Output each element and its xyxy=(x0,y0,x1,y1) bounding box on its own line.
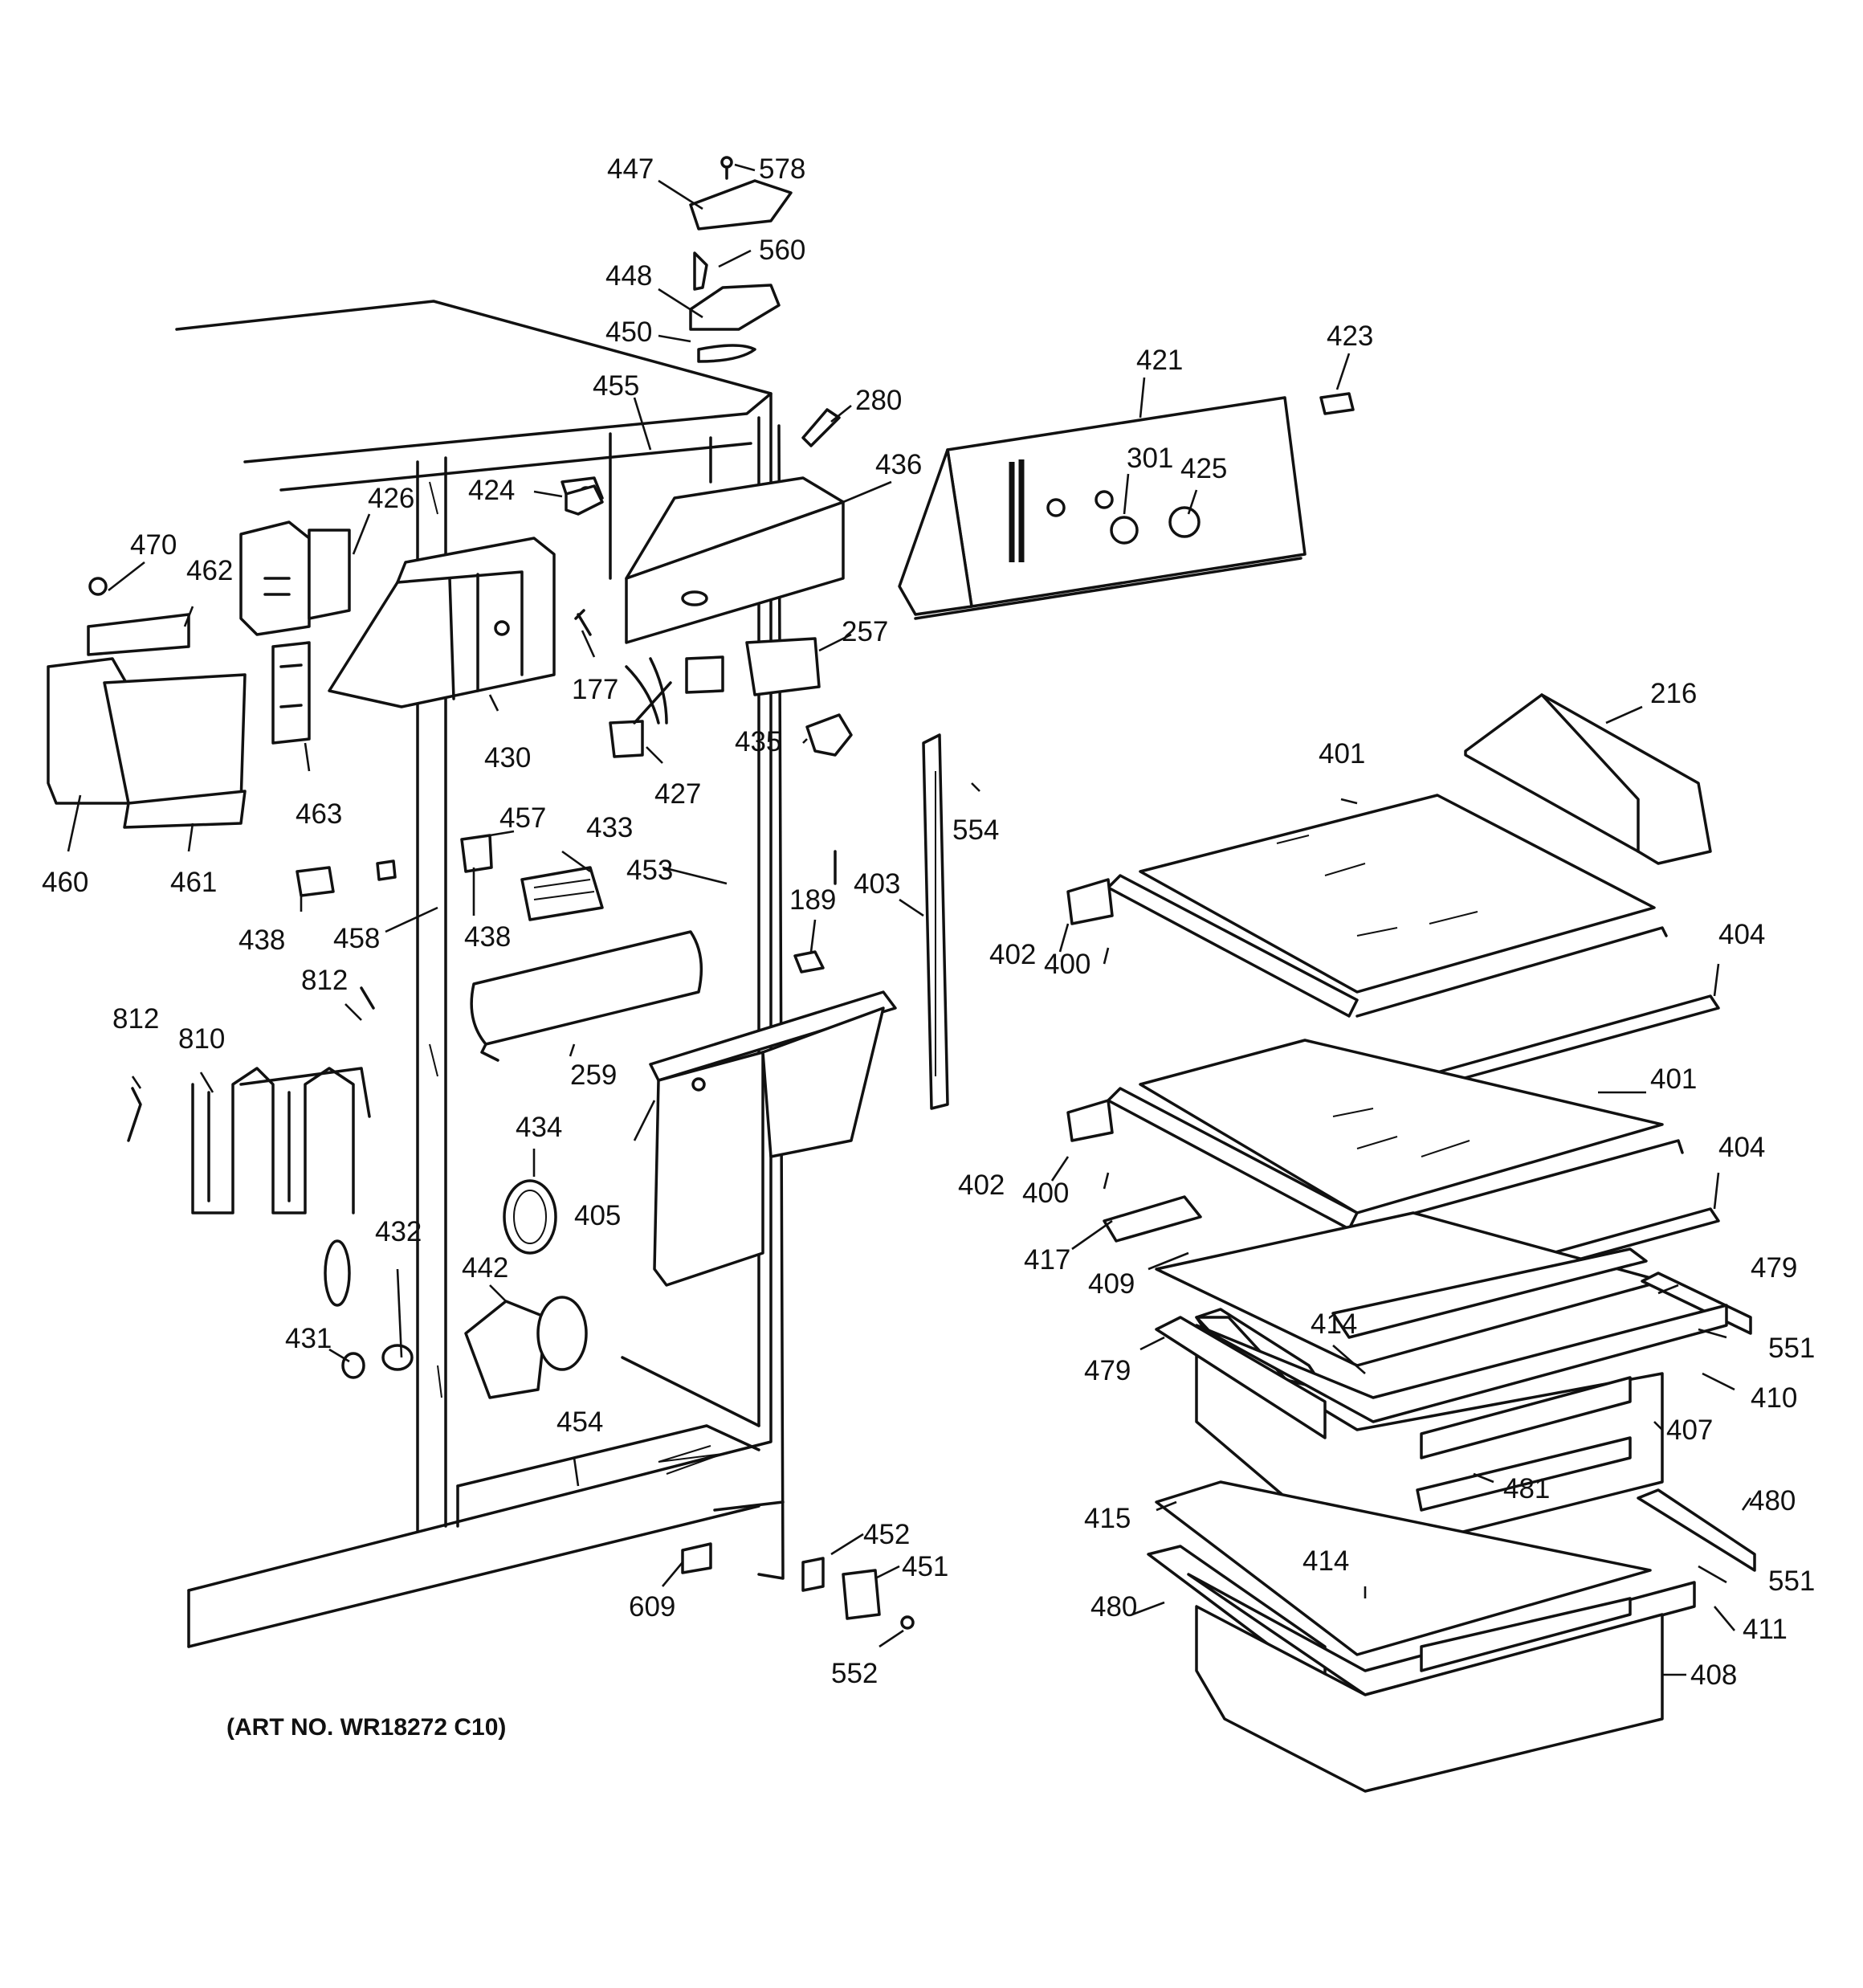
callout-480-right: 480 xyxy=(1749,1485,1796,1517)
art-number-caption: (ART NO. WR18272 C10) xyxy=(226,1714,506,1741)
callout-402-upper: 402 xyxy=(989,939,1036,970)
callout-451: 451 xyxy=(902,1551,948,1582)
callout-480-left: 480 xyxy=(1090,1591,1137,1623)
callout-460: 460 xyxy=(42,867,88,898)
callout-405: 405 xyxy=(574,1200,621,1231)
control-housing-421 xyxy=(898,392,1355,620)
callout-labels: 447 578 560 448 450 455 280 421 423 436 … xyxy=(42,153,1815,1691)
callout-280: 280 xyxy=(855,385,902,416)
callout-257: 257 xyxy=(842,616,888,647)
fan-area-parts xyxy=(296,834,825,974)
center-small-parts xyxy=(565,484,853,885)
evaporator-810 xyxy=(127,986,375,1214)
ice-chute-405 xyxy=(649,990,897,1287)
callout-401-lower: 401 xyxy=(1650,1063,1697,1095)
callout-404-upper: 404 xyxy=(1718,919,1765,950)
callout-463: 463 xyxy=(296,798,342,830)
callout-216: 216 xyxy=(1650,678,1697,709)
callout-431: 431 xyxy=(285,1323,332,1354)
crisper-drawer-407 xyxy=(1155,1211,1752,1560)
callout-560: 560 xyxy=(759,235,805,266)
callout-433: 433 xyxy=(586,812,633,843)
callout-442: 442 xyxy=(462,1252,508,1284)
callout-427: 427 xyxy=(654,778,701,810)
callout-259: 259 xyxy=(570,1059,617,1091)
callout-423: 423 xyxy=(1327,320,1373,352)
callout-414-upper: 414 xyxy=(1311,1308,1357,1340)
callout-457: 457 xyxy=(499,802,546,834)
callout-301: 301 xyxy=(1127,443,1173,474)
callout-453: 453 xyxy=(626,855,673,886)
callout-810: 810 xyxy=(178,1023,225,1055)
callout-400-lower: 400 xyxy=(1022,1178,1069,1209)
bottom-hardware xyxy=(681,1542,915,1630)
callout-407: 407 xyxy=(1666,1414,1713,1446)
shelf-ladder-403 xyxy=(922,733,949,1110)
callout-551-upper: 551 xyxy=(1768,1333,1815,1364)
callout-415: 415 xyxy=(1084,1503,1131,1534)
top-hinge-assembly xyxy=(689,156,841,447)
callout-400-upper: 400 xyxy=(1044,949,1090,980)
callout-479-right: 479 xyxy=(1751,1252,1797,1284)
drain-parts xyxy=(324,1179,588,1399)
callout-430: 430 xyxy=(484,742,531,774)
callout-403: 403 xyxy=(854,868,900,900)
callout-177: 177 xyxy=(572,674,618,705)
bin-216 xyxy=(1464,693,1712,865)
callout-470: 470 xyxy=(130,529,177,561)
callout-479-left: 479 xyxy=(1084,1355,1131,1386)
callout-448: 448 xyxy=(605,260,652,292)
callout-438-right: 438 xyxy=(464,921,511,953)
callout-552: 552 xyxy=(831,1658,878,1689)
callout-417: 417 xyxy=(1024,1244,1070,1276)
callout-551-lower: 551 xyxy=(1768,1565,1815,1597)
callout-454: 454 xyxy=(556,1406,603,1438)
evap-cover-259 xyxy=(470,930,703,1062)
callout-426: 426 xyxy=(368,483,414,514)
callout-410: 410 xyxy=(1751,1382,1797,1414)
left-components xyxy=(47,520,351,829)
callout-455: 455 xyxy=(593,370,639,402)
callout-434: 434 xyxy=(516,1112,562,1143)
callout-404-lower: 404 xyxy=(1718,1132,1765,1163)
upper-shelf xyxy=(1066,794,1720,1086)
callout-447: 447 xyxy=(607,153,654,185)
control-box-436 xyxy=(561,476,845,644)
callout-414-lower: 414 xyxy=(1302,1545,1349,1577)
callout-461: 461 xyxy=(170,867,217,898)
callout-411: 411 xyxy=(1743,1614,1788,1645)
callout-432: 432 xyxy=(375,1216,422,1247)
damper-housing-430 xyxy=(328,537,556,708)
callout-812-right: 812 xyxy=(301,965,348,996)
callout-578: 578 xyxy=(759,153,805,185)
callout-421: 421 xyxy=(1136,345,1183,376)
callout-435: 435 xyxy=(735,726,781,757)
callout-812-left: 812 xyxy=(112,1003,159,1035)
callout-424: 424 xyxy=(468,475,515,506)
callout-425: 425 xyxy=(1180,453,1227,484)
callout-189: 189 xyxy=(789,884,836,916)
callout-450: 450 xyxy=(605,316,652,348)
callout-436: 436 xyxy=(875,449,922,480)
drawer-408 xyxy=(1147,1480,1756,1793)
callout-609: 609 xyxy=(629,1591,675,1623)
callout-554: 554 xyxy=(952,814,999,846)
leader-lines xyxy=(67,163,1752,1676)
callout-401-upper: 401 xyxy=(1319,738,1365,769)
callout-409: 409 xyxy=(1088,1268,1135,1300)
callout-481: 481 xyxy=(1503,1473,1550,1504)
callout-458: 458 xyxy=(333,923,380,954)
callout-452: 452 xyxy=(863,1519,910,1550)
callout-462: 462 xyxy=(186,555,233,586)
callout-408: 408 xyxy=(1690,1659,1737,1691)
callout-438-left: 438 xyxy=(238,925,285,956)
callout-402-lower: 402 xyxy=(958,1170,1005,1201)
